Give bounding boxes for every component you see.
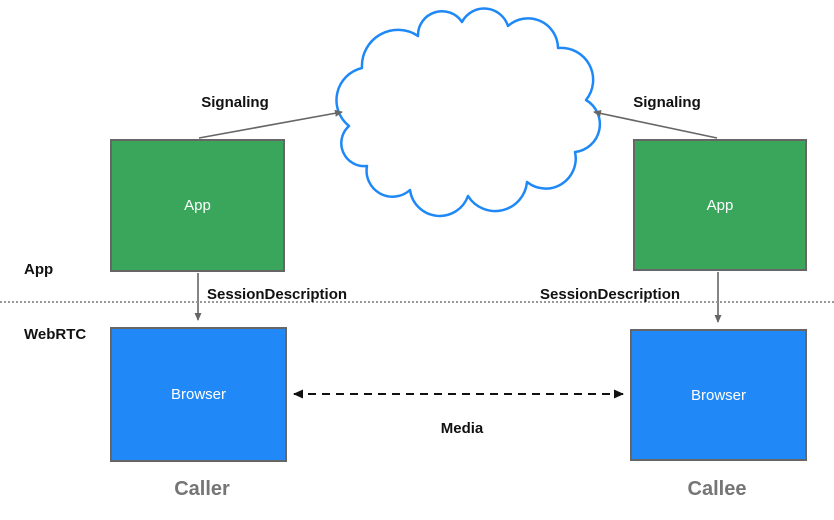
layer-label-app: App bbox=[24, 261, 54, 278]
callee-label: Callee bbox=[687, 478, 747, 500]
layer-label-webrtc: WebRTC bbox=[24, 326, 87, 343]
caller-app-box: App bbox=[110, 139, 285, 272]
sessiondescription-label-left: SessionDescription bbox=[207, 286, 348, 303]
caller-browser-box: Browser bbox=[110, 327, 287, 462]
signaling-label-right: Signaling bbox=[633, 94, 701, 111]
signaling-arrow-right bbox=[593, 110, 718, 139]
app-webrtc-layer-divider bbox=[0, 301, 834, 303]
signaling-label-left: Signaling bbox=[201, 94, 269, 111]
callee-browser-box: Browser bbox=[630, 329, 807, 461]
callee-app-box: App bbox=[633, 139, 807, 271]
signaling-arrow-left bbox=[198, 109, 343, 139]
sessiondescription-label-right: SessionDescription bbox=[540, 286, 681, 303]
caller-label: Caller bbox=[174, 478, 230, 500]
signaling-cloud-icon bbox=[335, 7, 602, 218]
media-label: Media bbox=[440, 420, 484, 437]
